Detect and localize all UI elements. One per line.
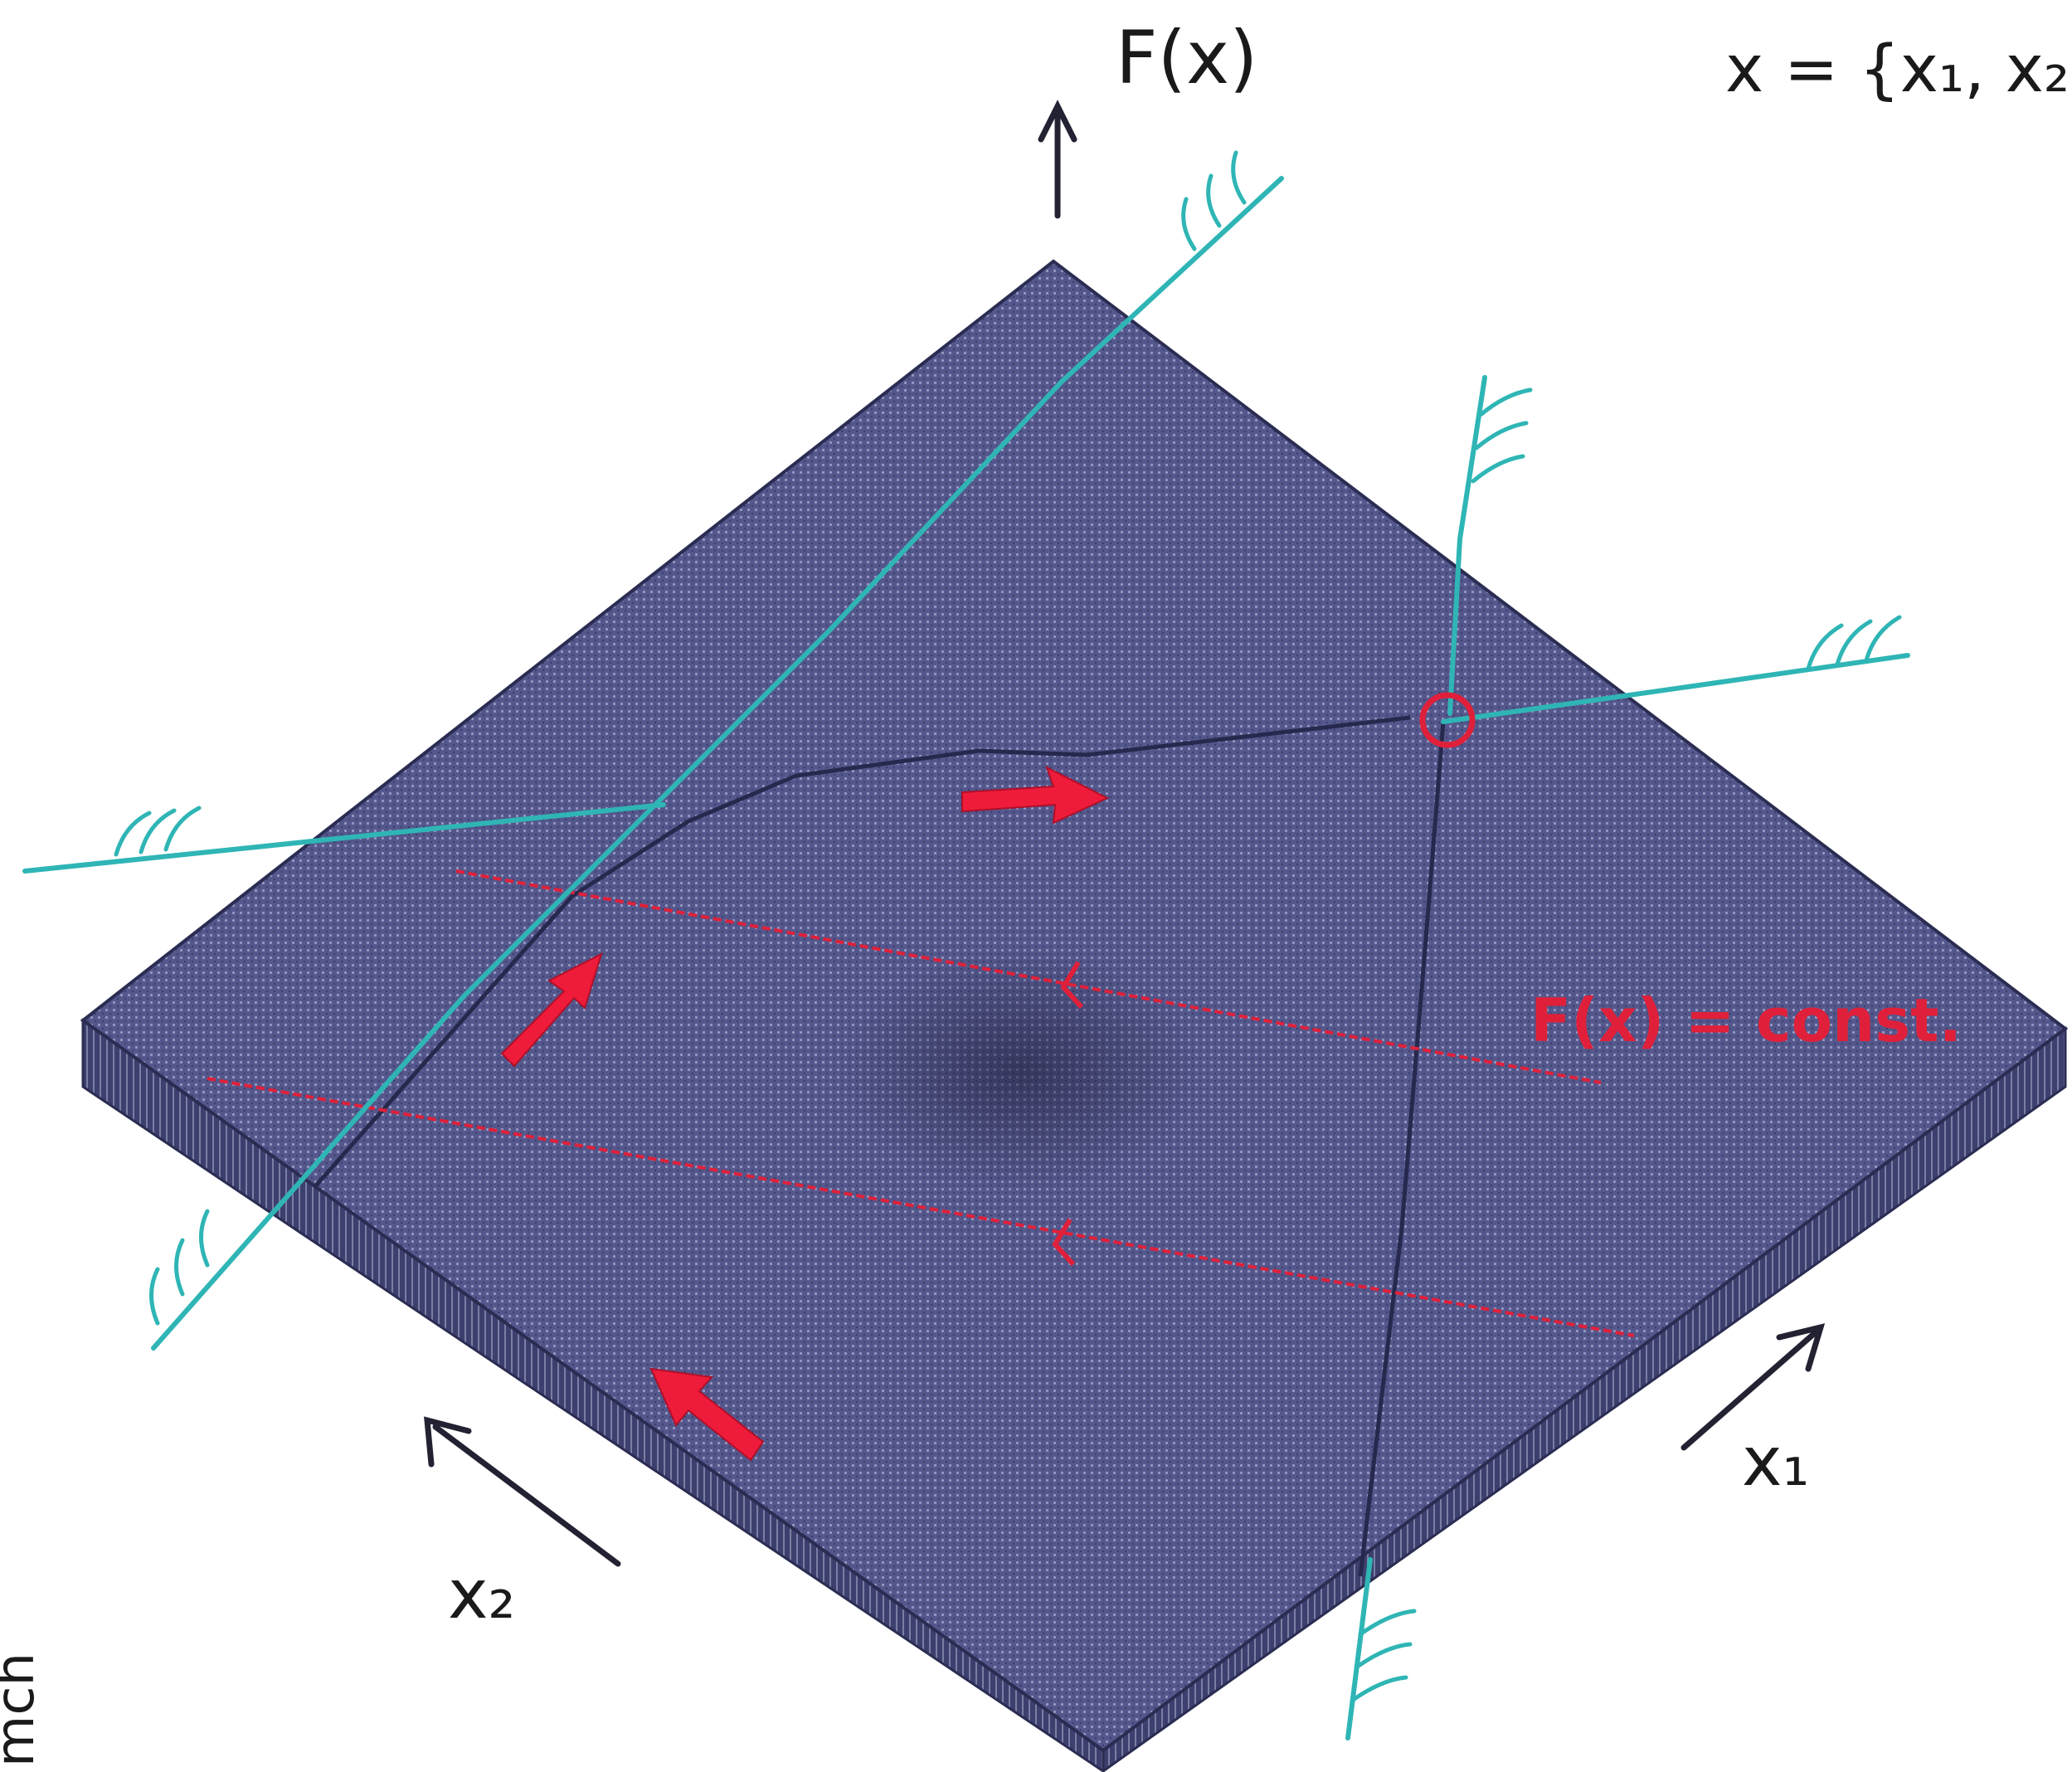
hatch-bottom-left xyxy=(149,1209,210,1326)
isoline-tick-lower xyxy=(1052,1218,1076,1267)
isoline-label: F(x) = const. xyxy=(1530,986,1962,1055)
x2-axis-label: x₂ xyxy=(448,1555,515,1634)
red-arrow-up-left xyxy=(649,1367,765,1462)
constraint-line-top-left xyxy=(151,176,1284,1351)
constraint-line-vertical xyxy=(1447,375,1487,716)
x1-axis-arrow xyxy=(1680,1328,1820,1451)
isoline-ticks xyxy=(1052,961,1084,1267)
direction-arrows xyxy=(500,765,1110,1462)
isoline-lower xyxy=(207,1077,1635,1337)
hatch-left xyxy=(114,806,202,857)
corner-note: mch xyxy=(0,1653,46,1767)
constraint-hatching xyxy=(114,150,1902,1703)
x1-axis-arrowhead xyxy=(1776,1323,1826,1372)
path-line-left xyxy=(314,715,1411,1188)
constraints xyxy=(22,176,1910,1740)
x2-axis-arrowhead xyxy=(424,1416,472,1468)
axes xyxy=(424,100,1826,1567)
isolines xyxy=(207,869,1635,1337)
hatch-vertical xyxy=(1471,387,1533,484)
x2-axis-arrow xyxy=(432,1424,621,1567)
vector-definition-label: x = {x₁, x₂ xyxy=(1725,32,2070,107)
constraint-line-bottom xyxy=(1345,1557,1373,1740)
search-path xyxy=(314,715,1446,1577)
hatch-bottom xyxy=(1350,1609,1417,1703)
plate xyxy=(80,259,2069,1772)
x1-axis-label: x₁ xyxy=(1742,1423,1809,1502)
isoline-upper xyxy=(455,869,1602,1084)
path-line-right xyxy=(1358,721,1446,1577)
hatch-right xyxy=(1806,615,1902,671)
f-axis-label: F(x) xyxy=(1116,15,1257,100)
constraint-line-right xyxy=(1441,653,1910,724)
f-axis-arrowhead xyxy=(1038,100,1077,143)
constraint-line-left xyxy=(22,802,666,874)
hatch-top xyxy=(1181,150,1247,251)
red-arrow-up-right xyxy=(500,952,603,1068)
red-arrow-right xyxy=(961,765,1110,825)
isoline-tick-upper xyxy=(1060,961,1084,1010)
optimum-marker xyxy=(1419,692,1476,748)
plate-minimum-shade xyxy=(838,946,1203,1195)
